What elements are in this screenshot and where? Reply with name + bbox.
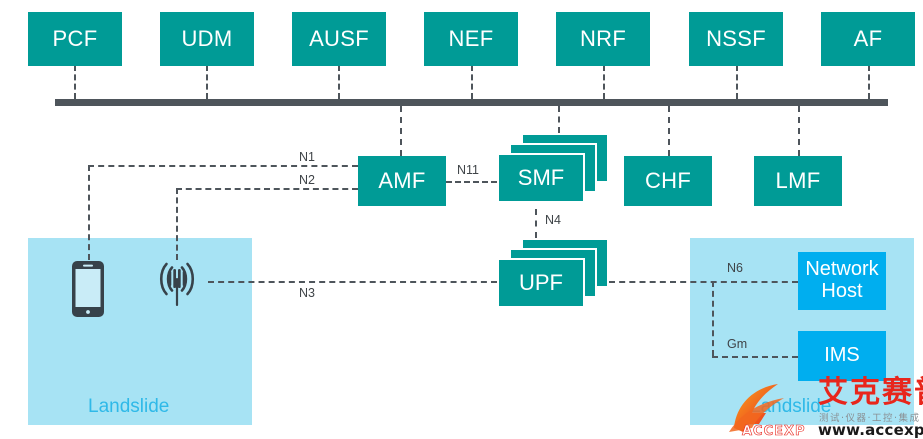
bus-stub-nrf (603, 65, 605, 99)
bus-stub-pcf (74, 65, 76, 99)
interface-label-n4: N4 (545, 213, 561, 227)
interface-label-n2: N2 (299, 173, 315, 187)
bus-stub-lmf (798, 106, 800, 156)
bus-stub-amf (400, 106, 402, 156)
nf-box-smf-stack[interactable]: SMF (497, 133, 609, 209)
nf-box-nef[interactable]: NEF (424, 12, 518, 66)
service-based-bus (55, 99, 888, 106)
nf-box-chf[interactable]: CHF (624, 156, 712, 206)
n1-horizontal-segment (88, 165, 358, 167)
nf-label-lmf: LMF (775, 168, 821, 194)
service-box-network-host[interactable]: Network Host (798, 252, 886, 310)
interface-label-n3: N3 (299, 286, 315, 300)
n4-vertical-segment (535, 209, 537, 238)
landslide-access-panel (28, 238, 252, 425)
nf-box-lmf[interactable]: LMF (754, 156, 842, 206)
bus-stub-ausf (338, 65, 340, 99)
nf-label-af: AF (853, 26, 883, 52)
bus-stub-nef (471, 65, 473, 99)
n2-horizontal-segment (176, 188, 358, 190)
bus-stub-udm (206, 65, 208, 99)
nf-label-nssf: NSSF (706, 26, 766, 52)
interface-label-gm: Gm (727, 337, 748, 351)
left-panel-caption: Landslide (88, 396, 170, 417)
nf-label-nrf: NRF (579, 26, 627, 52)
interface-label-n1: N1 (299, 150, 315, 164)
bus-stub-chf (668, 106, 670, 156)
nf-box-udm[interactable]: UDM (160, 12, 254, 66)
mobile-phone-icon (71, 260, 105, 323)
nf-box-upf-stack[interactable]: UPF (497, 238, 609, 314)
network-host-line1: Network (805, 258, 879, 281)
nf-box-nrf[interactable]: NRF (556, 12, 650, 66)
n3-horizontal-segment (208, 281, 497, 283)
svg-text:ACCEXP: ACCEXP (742, 424, 806, 438)
bus-stub-nssf (736, 65, 738, 99)
nf-label-udm: UDM (181, 26, 233, 52)
nf-box-nssf[interactable]: NSSF (689, 12, 783, 66)
nf-label-amf: AMF (378, 168, 426, 194)
network-host-line2: Host (821, 280, 863, 302)
service-label-network-host: Network Host (805, 259, 878, 302)
interface-label-n11: N11 (457, 163, 480, 177)
bus-stub-af (868, 65, 870, 99)
gm-horizontal-segment (712, 356, 798, 358)
n2-vertical-segment (176, 188, 178, 260)
n1-vertical-segment (88, 165, 90, 260)
nf-label-ausf: AUSF (309, 26, 369, 52)
radio-antenna-icon (148, 256, 206, 319)
interface-label-n6: N6 (727, 261, 743, 275)
nf-label-smf: SMF (517, 165, 565, 190)
nf-label-chf: CHF (644, 168, 692, 194)
smf-layer-1: SMF (497, 153, 585, 203)
upf-layer-1: UPF (497, 258, 585, 308)
nf-label-nef: NEF (448, 26, 494, 52)
nf-label-pcf: PCF (52, 26, 98, 52)
nf-label-upf: UPF (519, 270, 563, 295)
nf-box-af[interactable]: AF (821, 12, 915, 66)
nf-box-amf[interactable]: AMF (358, 156, 446, 206)
nf-box-pcf[interactable]: PCF (28, 12, 122, 66)
n11-horizontal-segment (446, 181, 497, 183)
bus-stub-smf (558, 106, 560, 133)
gm-vertical-segment (712, 281, 714, 356)
service-box-ims[interactable]: IMS (798, 331, 886, 381)
nf-box-ausf[interactable]: AUSF (292, 12, 386, 66)
service-label-ims: IMS (824, 344, 860, 367)
right-panel-caption: Landslide (750, 396, 832, 417)
n6-horizontal-segment (609, 281, 798, 283)
